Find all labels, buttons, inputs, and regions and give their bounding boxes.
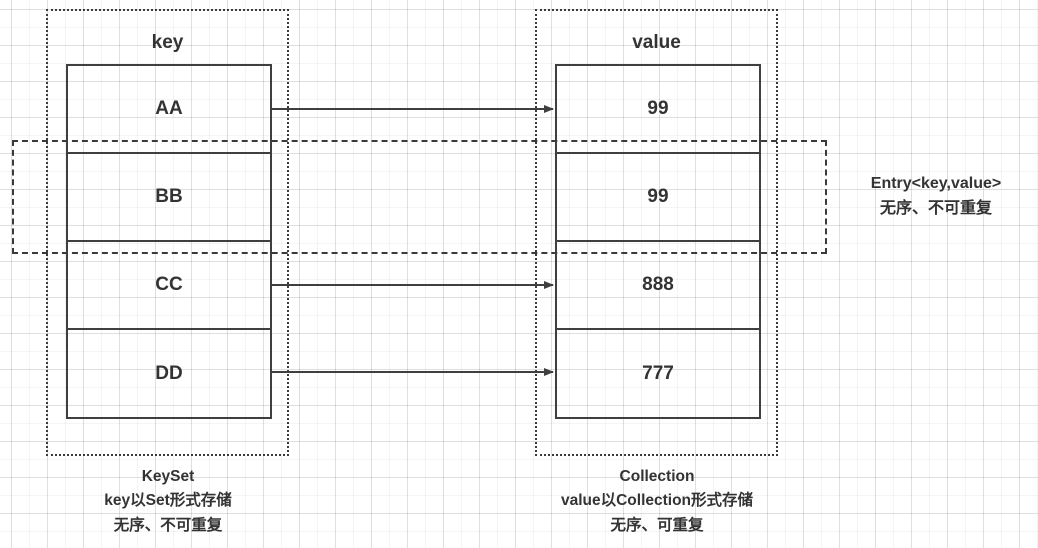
entry-band-boundary: [12, 140, 827, 254]
entry-annotation: Entry<key,value> 无序、不可重复: [836, 172, 1036, 222]
collection-caption-line3: 无序、可重复: [610, 516, 704, 534]
value-column-header: value: [632, 32, 681, 53]
collection-caption-line1: Collection: [619, 468, 695, 485]
value-cell: 99: [557, 66, 759, 154]
value-table: 99 99 888 777: [555, 64, 761, 419]
keyset-caption-line2: key以Set形式存储: [104, 492, 232, 510]
key-table: AA BB CC DD: [66, 64, 272, 419]
keyset-caption-line1: KeySet: [141, 468, 195, 485]
key-column-header: key: [151, 32, 184, 53]
keyset-caption-line3: 无序、不可重复: [113, 516, 223, 534]
key-cell: BB: [68, 154, 270, 242]
value-cell: 99: [557, 154, 759, 242]
entry-annotation-line2: 无序、不可重复: [879, 199, 992, 217]
collection-caption: Collection value以Collection形式存储 无序、可重复: [490, 465, 824, 538]
value-cell: 777: [642, 362, 674, 384]
collection-group-boundary: [535, 9, 778, 456]
key-cell: AA: [68, 66, 270, 154]
key-cell: DD: [155, 362, 183, 384]
entry-annotation-line1: Entry<key,value>: [870, 175, 1002, 192]
keyset-caption: KeySet key以Set形式存储 无序、不可重复: [20, 465, 316, 538]
key-cell: CC: [68, 242, 270, 330]
value-cell: 888: [557, 242, 759, 330]
keyset-group-boundary: [46, 9, 289, 456]
collection-caption-line2: value以Collection形式存储: [560, 492, 754, 510]
